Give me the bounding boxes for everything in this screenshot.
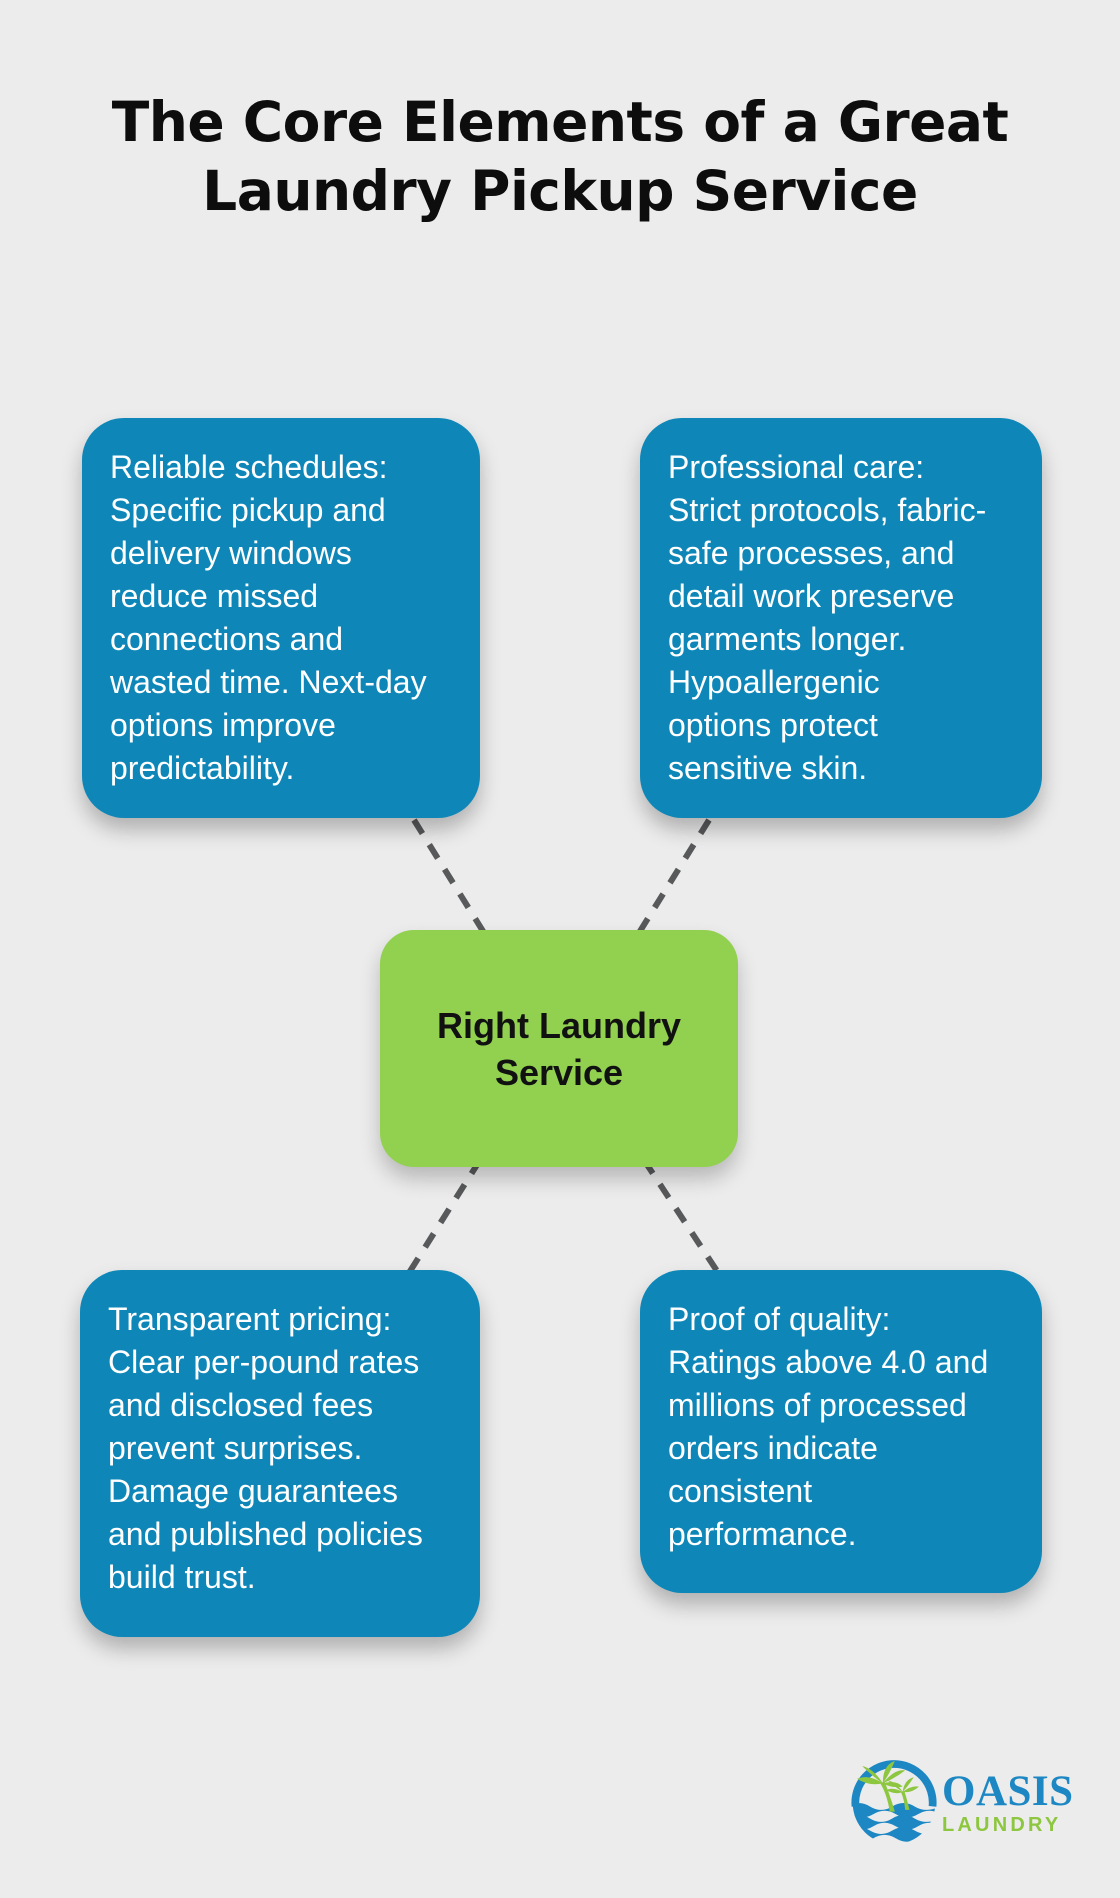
- node-text: Reliable schedules: Specific pickup and …: [110, 449, 427, 786]
- connector-line-top-left: [411, 818, 489, 938]
- node-text: Transparent pricing: Clear per-pound rat…: [108, 1301, 423, 1595]
- brand-subname: LAUNDRY: [942, 1813, 1062, 1836]
- node-reliable-schedules: Reliable schedules: Specific pickup and …: [82, 418, 480, 818]
- node-professional-care: Professional care: Strict protocols, fab…: [640, 418, 1042, 818]
- node-proof-of-quality: Proof of quality: Ratings above 4.0 and …: [640, 1270, 1042, 1593]
- brand-logo: OASIS LAUNDRY: [851, 1760, 1074, 1846]
- palm-trees-waves-icon: [851, 1760, 937, 1842]
- brand-text: OASIS LAUNDRY: [942, 1767, 1074, 1836]
- brand-name: OASIS: [942, 1767, 1074, 1815]
- center-node: Right Laundry Service: [380, 930, 738, 1167]
- node-transparent-pricing: Transparent pricing: Clear per-pound rat…: [80, 1270, 480, 1637]
- connector-line-top-right: [634, 818, 712, 938]
- node-text: Professional care: Strict protocols, fab…: [668, 449, 987, 786]
- center-node-label: Right Laundry Service: [437, 1004, 681, 1093]
- connector-line-bottom-right: [641, 1158, 722, 1276]
- node-text: Proof of quality: Ratings above 4.0 and …: [668, 1301, 989, 1552]
- page-title: The Core Elements of a Great Laundry Pic…: [111, 90, 1009, 223]
- connector-line-bottom-left: [404, 1158, 483, 1278]
